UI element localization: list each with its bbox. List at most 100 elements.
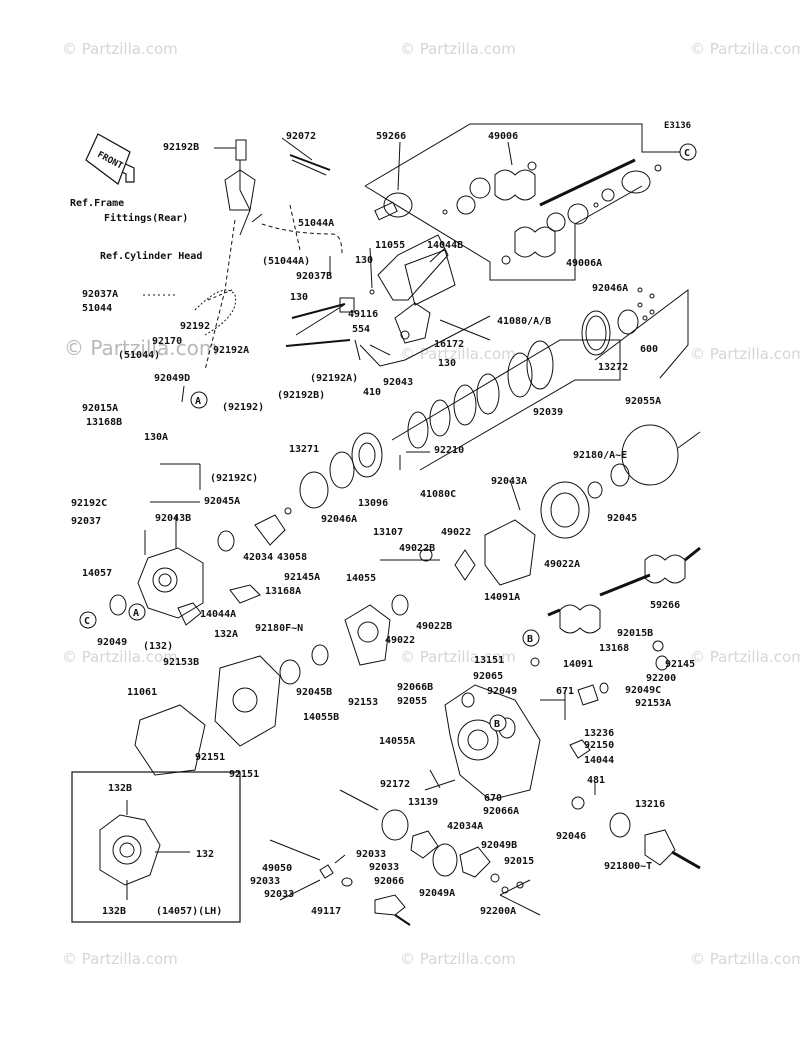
- part-label[interactable]: 92170: [152, 336, 183, 347]
- part-label[interactable]: 92049: [97, 637, 128, 648]
- part-label[interactable]: 92015A: [82, 403, 119, 414]
- part-label[interactable]: 49022: [441, 527, 472, 538]
- part-label[interactable]: 132: [196, 849, 215, 860]
- part-label[interactable]: 49006: [488, 131, 519, 142]
- part-label[interactable]: 49006A: [566, 258, 603, 269]
- part-label[interactable]: 14055: [346, 573, 377, 584]
- part-label[interactable]: 14091: [563, 659, 594, 670]
- part-label[interactable]: 42034A: [447, 821, 484, 832]
- part-label[interactable]: 92045: [607, 513, 638, 524]
- part-label[interactable]: 92180F~N: [255, 623, 304, 634]
- part-label[interactable]: 92015B: [617, 628, 654, 639]
- part-label[interactable]: 11061: [127, 687, 158, 698]
- part-label[interactable]: 49022: [385, 635, 416, 646]
- part-label[interactable]: 92043B: [155, 513, 192, 524]
- part-label[interactable]: 92145: [665, 659, 696, 670]
- part-label[interactable]: 16172: [434, 339, 465, 350]
- part-label[interactable]: 13271: [289, 444, 320, 455]
- part-label[interactable]: 92037: [71, 516, 102, 527]
- part-label[interactable]: 13168A: [265, 586, 302, 597]
- part-label[interactable]: 92049B: [481, 840, 518, 851]
- part-label[interactable]: 92192B: [163, 142, 200, 153]
- part-label[interactable]: (92192): [222, 402, 265, 413]
- part-label[interactable]: 11055: [375, 240, 406, 251]
- part-label[interactable]: 92043A: [491, 476, 528, 487]
- part-label[interactable]: 921800~T: [604, 861, 653, 872]
- part-label[interactable]: 130: [438, 358, 457, 369]
- part-label[interactable]: 59266: [376, 131, 407, 142]
- part-label[interactable]: 92066A: [483, 806, 520, 817]
- part-label[interactable]: 92049C: [625, 685, 662, 696]
- part-label[interactable]: 49117: [311, 906, 342, 917]
- part-label[interactable]: 92072: [286, 131, 317, 142]
- part-label[interactable]: 132B: [102, 906, 127, 917]
- part-label[interactable]: 42034: [243, 552, 274, 563]
- part-label[interactable]: 13236: [584, 728, 615, 739]
- part-label[interactable]: (92192A): [310, 373, 359, 384]
- part-label[interactable]: 92033: [264, 889, 295, 900]
- part-label[interactable]: 49022B: [399, 543, 436, 554]
- part-label[interactable]: 132A: [214, 629, 239, 640]
- part-label[interactable]: 92049D: [154, 373, 191, 384]
- part-label[interactable]: 92046: [556, 831, 587, 842]
- part-label[interactable]: 92153B: [163, 657, 200, 668]
- part-label[interactable]: 14044B: [427, 240, 464, 251]
- part-label[interactable]: 671: [556, 686, 575, 697]
- part-label[interactable]: (51044): [118, 350, 161, 361]
- part-label[interactable]: 92046A: [321, 514, 358, 525]
- part-label[interactable]: 51044: [82, 303, 113, 314]
- part-label[interactable]: 130: [290, 292, 309, 303]
- part-label[interactable]: 92046A: [592, 283, 629, 294]
- part-label[interactable]: (51044A): [262, 256, 311, 267]
- part-label[interactable]: 130: [355, 255, 374, 266]
- part-label[interactable]: 13272: [598, 362, 629, 373]
- part-label[interactable]: 92043: [383, 377, 414, 388]
- part-label[interactable]: 92151: [195, 752, 226, 763]
- part-label[interactable]: 14044: [584, 755, 615, 766]
- part-label[interactable]: 43058: [277, 552, 308, 563]
- part-label[interactable]: 59266: [650, 600, 681, 611]
- part-label[interactable]: (132): [143, 641, 174, 652]
- part-label[interactable]: 92033: [250, 876, 281, 887]
- part-label[interactable]: 92153A: [635, 698, 672, 709]
- part-label[interactable]: 92037A: [82, 289, 119, 300]
- part-label[interactable]: 92066B: [397, 682, 434, 693]
- part-label[interactable]: 13096: [358, 498, 389, 509]
- part-label[interactable]: 13216: [635, 799, 666, 810]
- part-label[interactable]: (14057)(LH): [156, 906, 223, 917]
- part-label[interactable]: 92145A: [284, 572, 321, 583]
- part-label[interactable]: 670: [484, 793, 503, 804]
- part-label[interactable]: 92153: [348, 697, 379, 708]
- part-label[interactable]: (92192B): [277, 390, 326, 401]
- part-label[interactable]: 14055B: [303, 712, 340, 723]
- part-label[interactable]: 92037B: [296, 271, 333, 282]
- part-label[interactable]: 600: [640, 344, 659, 355]
- part-label[interactable]: 92015: [504, 856, 535, 867]
- part-label[interactable]: 41080/A/B: [497, 316, 552, 327]
- part-label[interactable]: 92192: [180, 321, 211, 332]
- part-label[interactable]: 92200A: [480, 906, 517, 917]
- part-label[interactable]: 92055: [397, 696, 428, 707]
- part-label[interactable]: 13151: [474, 655, 505, 666]
- part-label[interactable]: 92033: [356, 849, 387, 860]
- part-label[interactable]: 92172: [380, 779, 411, 790]
- part-label[interactable]: 14055A: [379, 736, 416, 747]
- part-label[interactable]: 92039: [533, 407, 564, 418]
- part-label[interactable]: 51044A: [298, 218, 335, 229]
- part-label[interactable]: 14057: [82, 568, 113, 579]
- part-label[interactable]: 14044A: [200, 609, 237, 620]
- part-label[interactable]: 554: [352, 324, 371, 335]
- part-label[interactable]: 92192C: [71, 498, 108, 509]
- part-label[interactable]: 13107: [373, 527, 404, 538]
- part-label[interactable]: 92049A: [419, 888, 456, 899]
- part-label[interactable]: 92049: [487, 686, 518, 697]
- part-label[interactable]: 92055A: [625, 396, 662, 407]
- part-label[interactable]: 49022A: [544, 559, 581, 570]
- part-label[interactable]: 132B: [108, 783, 133, 794]
- part-label[interactable]: 13139: [408, 797, 439, 808]
- part-label[interactable]: 92066: [374, 876, 405, 887]
- part-label[interactable]: 49050: [262, 863, 293, 874]
- part-label[interactable]: 92150: [584, 740, 615, 751]
- part-label[interactable]: (92192C): [210, 473, 259, 484]
- part-label[interactable]: 92151: [229, 769, 260, 780]
